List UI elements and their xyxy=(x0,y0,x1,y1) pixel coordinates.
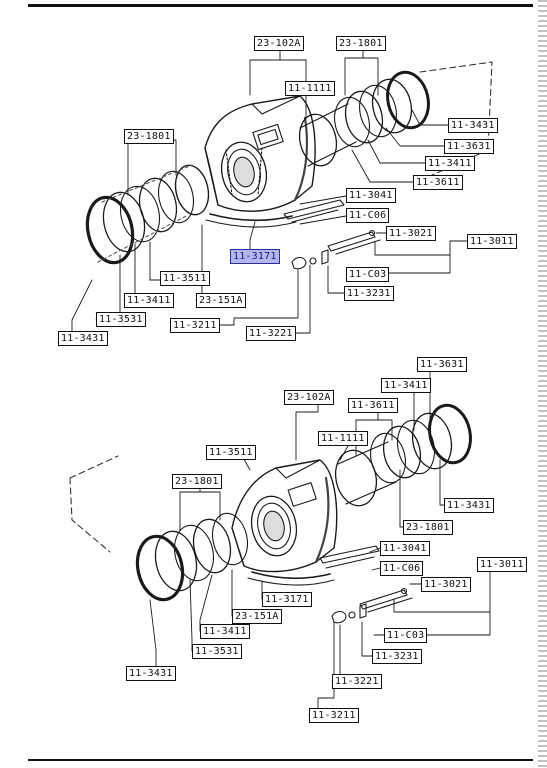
label-11-3611-upper[interactable]: 11-3611 xyxy=(413,175,463,190)
label-11-3041-lower[interactable]: 11-3041 xyxy=(380,541,430,556)
rear-rotor-housing-lower xyxy=(231,459,338,573)
label-11-3231-upper[interactable]: 11-3231 xyxy=(344,286,394,301)
label-11-3021-upper[interactable]: 11-3021 xyxy=(386,226,436,241)
top-rule xyxy=(28,4,533,7)
label-11-3431-lower-right[interactable]: 11-3431 xyxy=(444,498,494,513)
label-11-3041-upper[interactable]: 11-3041 xyxy=(346,188,396,203)
label-11-3611-lower[interactable]: 11-3611 xyxy=(348,398,398,413)
label-11-3511-upper[interactable]: 11-3511 xyxy=(160,271,210,286)
label-23-151A-upper[interactable]: 23-151A xyxy=(196,293,246,308)
label-11-3011-upper[interactable]: 11-3011 xyxy=(467,234,517,249)
front-rotor-housing-upper xyxy=(204,95,316,212)
label-11-3531-lower[interactable]: 11-3531 xyxy=(192,644,242,659)
label-11-3021-lower[interactable]: 11-3021 xyxy=(421,577,471,592)
label-11-3411-lower-left[interactable]: 11-3411 xyxy=(200,624,250,639)
bottom-rule xyxy=(28,759,533,761)
label-23-151A-lower[interactable]: 23-151A xyxy=(232,609,282,624)
label-11-C03-upper[interactable]: 11-C03 xyxy=(346,267,390,282)
label-11-3411-upper-right[interactable]: 11-3411 xyxy=(425,156,475,171)
leader-lines-lower xyxy=(149,368,491,716)
label-11-3431-upper-right[interactable]: 11-3431 xyxy=(448,118,498,133)
label-11-3221-lower[interactable]: 11-3221 xyxy=(332,674,382,689)
label-11-3011-lower[interactable]: 11-3011 xyxy=(477,557,527,572)
label-23-1801-upper-left[interactable]: 23-1801 xyxy=(124,129,174,144)
label-11-3631-lower[interactable]: 11-3631 xyxy=(417,357,467,372)
label-11-3531-upper[interactable]: 11-3531 xyxy=(96,312,146,327)
label-23-102A-upper[interactable]: 23-102A xyxy=(254,36,304,51)
label-11-3511-lower[interactable]: 11-3511 xyxy=(206,445,256,460)
label-23-102A-lower[interactable]: 23-102A xyxy=(284,390,334,405)
label-11-3411-lower-right[interactable]: 11-3411 xyxy=(381,378,431,393)
label-23-1801-upper-right[interactable]: 23-1801 xyxy=(336,36,386,51)
label-11-3211-upper[interactable]: 11-3211 xyxy=(170,318,220,333)
right-seal-stack-upper xyxy=(298,61,493,177)
label-11-3631-upper[interactable]: 11-3631 xyxy=(444,139,494,154)
label-11-3431-lower-left[interactable]: 11-3431 xyxy=(126,666,176,681)
scan-edge xyxy=(538,0,547,768)
label-11-C06-lower[interactable]: 11-C06 xyxy=(380,561,424,576)
small-parts-lower xyxy=(247,545,413,624)
label-11-3171-lower[interactable]: 11-3171 xyxy=(262,592,312,607)
label-11-3211-lower[interactable]: 11-3211 xyxy=(309,708,359,723)
label-23-1801-lower-left[interactable]: 23-1801 xyxy=(172,474,222,489)
left-seal-stack-lower xyxy=(69,455,249,602)
label-11-3231-lower[interactable]: 11-3231 xyxy=(372,649,422,664)
label-11-1111-lower[interactable]: 11-1111 xyxy=(318,431,368,446)
label-11-C06-upper[interactable]: 11-C06 xyxy=(346,208,390,223)
label-11-3171-upper-highlighted[interactable]: 11-3171 xyxy=(230,249,280,264)
label-11-3431-upper-left[interactable]: 11-3431 xyxy=(58,331,108,346)
label-11-3411-upper-left[interactable]: 11-3411 xyxy=(124,293,174,308)
label-11-1111-upper[interactable]: 11-1111 xyxy=(285,81,335,96)
left-seal-stack-upper xyxy=(85,164,210,265)
label-23-1801-lower-right[interactable]: 23-1801 xyxy=(403,520,453,535)
label-11-3221-upper[interactable]: 11-3221 xyxy=(246,326,296,341)
right-seal-stack-lower xyxy=(334,403,472,507)
label-11-C03-lower[interactable]: 11-C03 xyxy=(384,628,428,643)
